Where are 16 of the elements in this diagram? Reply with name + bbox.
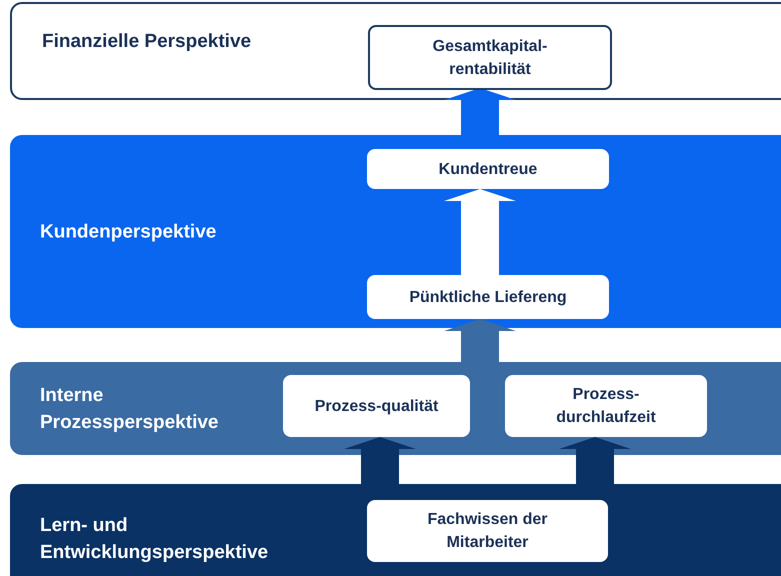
perspective-band [10,362,781,455]
block-arrow [444,189,516,275]
band-title: Interne Prozessperspektive [40,384,220,434]
band-title: Finanzielle Perspektive [42,30,252,54]
kpi-box: Prozess-qualität [283,375,470,437]
kpi-box: Prozess-durchlaufzeit [505,375,707,437]
block-arrow [444,319,516,362]
band-title: Kundenperspektive [40,220,218,244]
band-title: Lern- und Entwicklungsperspektive [40,514,270,565]
perspective-band [10,135,781,328]
kpi-box: Kundentreue [367,149,609,189]
kpi-box: Gesamtkapital-rentabilität [368,25,612,90]
perspective-band [10,2,781,100]
perspective-band [10,484,781,576]
kpi-box: Pünktliche Liefereng [367,275,609,319]
kpi-box: Fachwissen der Mitarbeiter [367,500,608,562]
